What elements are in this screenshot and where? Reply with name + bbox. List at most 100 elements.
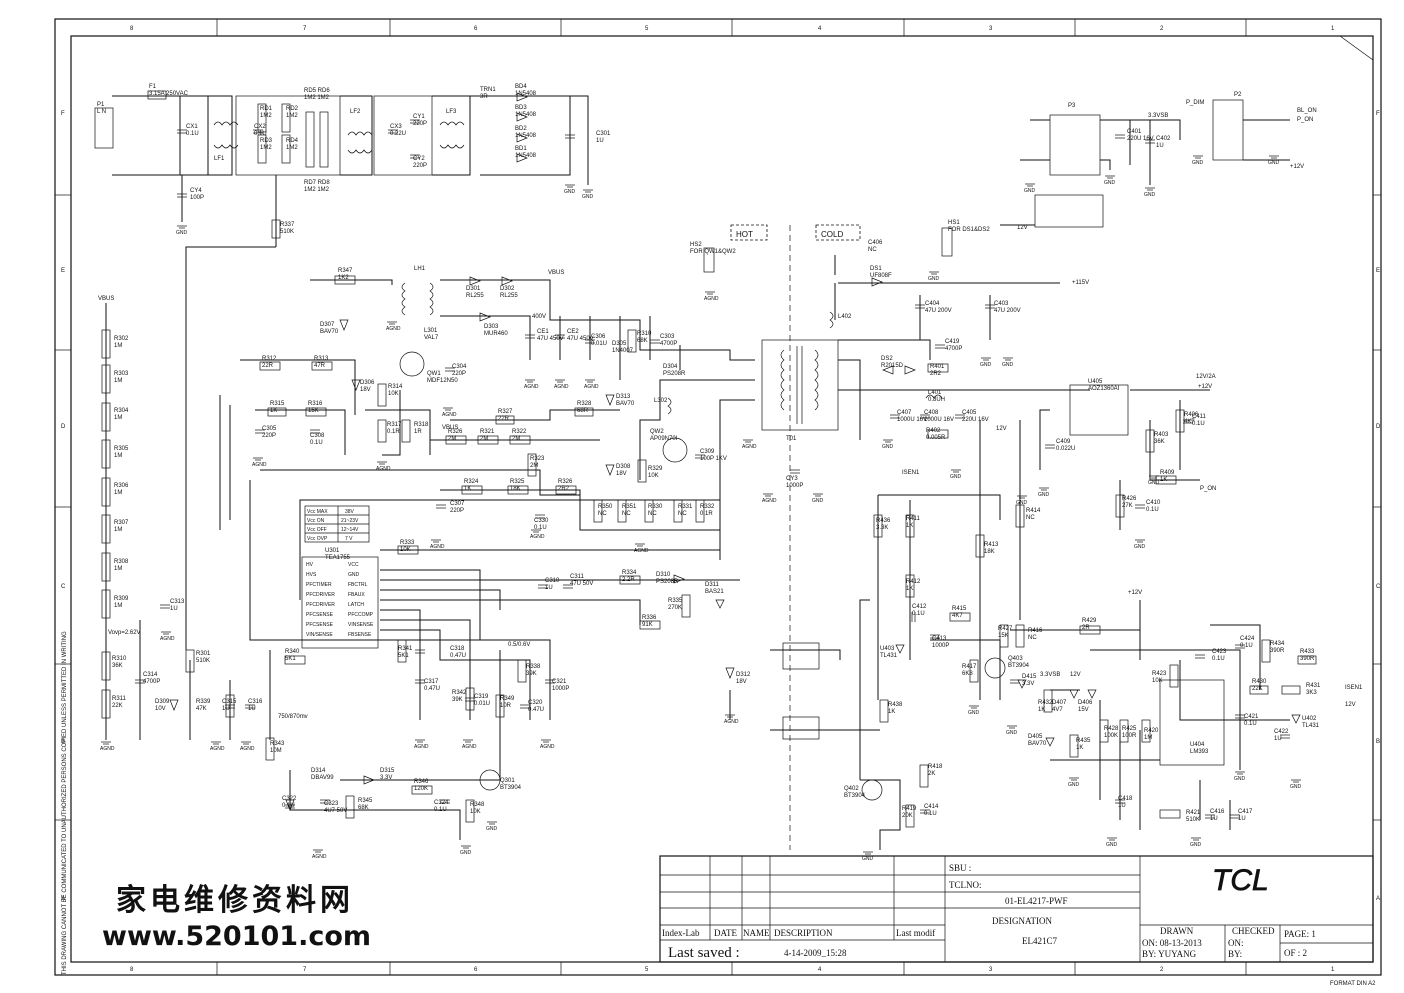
resistor <box>644 499 654 523</box>
wiring <box>105 95 1290 850</box>
component-refdes: C407 <box>897 410 912 416</box>
ground-label: GND <box>1190 842 1202 848</box>
col-label: 5 <box>645 26 649 32</box>
component-value: 1U <box>170 606 178 612</box>
component-refdes: R415 <box>952 606 967 612</box>
component-refdes: C412 <box>912 604 927 610</box>
component-value: 100P 1KV <box>700 456 727 462</box>
resistor <box>905 804 915 828</box>
connector-p1 <box>94 107 114 149</box>
resistor <box>397 545 419 555</box>
transistor-q403 <box>984 657 1006 679</box>
component-value: BT3904 <box>844 793 866 799</box>
u301-pin-right: VCC <box>348 562 359 568</box>
component-value: 1M2 <box>260 145 272 151</box>
component-value: RL255 <box>466 293 484 299</box>
component-value: 0.1U <box>1146 507 1159 513</box>
component-refdes: R417 <box>962 664 977 670</box>
ground-label: AGND <box>430 544 445 550</box>
fuse <box>147 90 167 100</box>
component-refdes: R420 <box>1144 728 1159 734</box>
ground-label: AGND <box>160 636 175 642</box>
col-label: 7 <box>303 967 307 973</box>
ground-icon: GND <box>968 705 980 716</box>
component-refdes: D415 <box>1022 674 1037 680</box>
component-refdes: R346 <box>414 779 429 785</box>
diode <box>469 276 481 286</box>
component-value: 0.47U <box>424 686 440 692</box>
component-value: 10R <box>500 703 512 709</box>
heatsink-hs1 <box>941 227 953 257</box>
component-value: 1M2 1M2 <box>304 187 330 193</box>
side-notice: THIS DRAWING CANNOT BE COMMUNICATED TO U… <box>62 631 68 975</box>
cold-zone-text: COLD <box>821 230 843 239</box>
component-refdes: U403 <box>880 646 895 652</box>
component-value: 1U <box>1210 816 1218 822</box>
component-refdes: R333 <box>400 540 415 546</box>
component-refdes: LF2 <box>350 109 361 115</box>
col-label: 2 <box>1160 967 1164 973</box>
component-refdes: R304 <box>114 408 129 414</box>
ground-icon: GND <box>486 821 498 832</box>
component-refdes: LF1 <box>214 156 225 162</box>
component-refdes: R402 <box>926 428 941 434</box>
ground-label: AGND <box>554 384 569 390</box>
component-refdes: BD3 <box>515 105 527 111</box>
component-refdes: C308 <box>310 433 325 439</box>
component-refdes: R331 <box>678 504 693 510</box>
component-value: 100P <box>190 195 204 201</box>
component-refdes: R338 <box>526 664 541 670</box>
ground-icon: AGND <box>704 291 719 302</box>
component-value: 1N4007 <box>612 348 634 354</box>
inductor <box>429 282 434 316</box>
col-date-header: DATE <box>714 928 737 938</box>
net-vbus: VBUS <box>548 270 564 276</box>
hot-zone-label <box>730 224 768 241</box>
component-refdes: HS1 <box>948 220 960 226</box>
resistor <box>101 329 111 359</box>
col-label: 6 <box>474 967 478 973</box>
component-value: 1K <box>1076 745 1083 751</box>
resistor <box>445 435 467 445</box>
component-refdes: D301 <box>466 286 481 292</box>
ground-icon: GND <box>1006 725 1018 736</box>
col-last-modif-header: Last modif <box>896 928 935 938</box>
component-refdes: R436 <box>876 518 891 524</box>
resistor <box>101 514 111 544</box>
drawn-on: ON: 08-13-2013 <box>1142 938 1202 948</box>
component-value: 1K <box>906 586 913 592</box>
component-value: 1K <box>270 408 277 414</box>
component-refdes: C416 <box>1210 809 1225 815</box>
net-12v: 12V <box>1070 672 1081 678</box>
u301-pin-right: LATCH <box>348 602 364 608</box>
component-value: 4K7 <box>952 613 963 619</box>
component-value: 0.1R <box>700 511 713 517</box>
component-value: 0.1U <box>1244 721 1257 727</box>
component-refdes: D311 <box>705 582 720 588</box>
ic-u404 <box>1159 679 1225 766</box>
net-p12v: +12V <box>1128 590 1142 596</box>
ground-label: AGND <box>210 746 225 752</box>
component-refdes: R328 <box>577 401 592 407</box>
component-value: 5K1 <box>398 653 409 659</box>
component-refdes: TRN1 <box>480 87 496 93</box>
ground-label: GND <box>1038 492 1050 498</box>
ground-label: GND <box>582 194 594 200</box>
component-value: 2R <box>1082 625 1090 631</box>
component-refdes: R311 <box>112 696 127 702</box>
row-label: D <box>1376 424 1381 430</box>
col-label: 2 <box>1160 26 1164 32</box>
component-refdes: R321 <box>480 429 495 435</box>
resistor <box>101 589 111 619</box>
ground-label: AGND <box>386 326 401 332</box>
row-label: A <box>1376 896 1380 902</box>
u301-pin-right: FBAUX <box>348 592 365 598</box>
component-refdes: R315 <box>270 401 285 407</box>
ground-icon: GND <box>564 184 576 195</box>
ground-icon: GND <box>1290 779 1302 790</box>
shunt-regulator-u402 <box>1291 714 1301 724</box>
component-value: 100K <box>1104 733 1118 739</box>
component-refdes: R401 <box>930 364 945 370</box>
component-refdes: RD4 <box>286 138 299 144</box>
